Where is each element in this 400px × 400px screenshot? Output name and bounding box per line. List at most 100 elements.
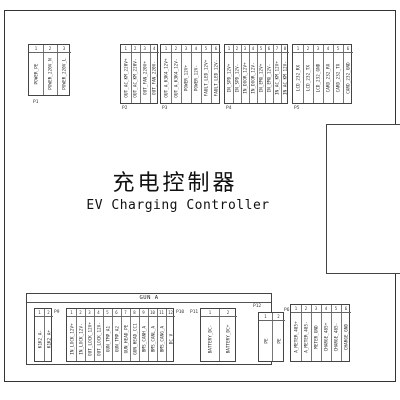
signal-label: OUT_A_K3K4_12V+ [163, 57, 169, 98]
pin-p9-1: 1 K1K2_A- [35, 310, 44, 348]
pin-p3-5: 5 FAULT_LED_12V+ [201, 45, 211, 103]
signal-label: A_METER_485- [303, 320, 309, 353]
title-chinese: 充电控制器 [112, 171, 238, 196]
pin-p5-3: 3 LCD_232_GND [313, 45, 323, 103]
pin-p10-1: 1 IN_LOCK_12V+ [67, 310, 76, 355]
connector-label-p3: P3 [162, 106, 168, 111]
pin-p3-3: 3 POWER_12V+ [181, 45, 191, 103]
pin-p4-5: 5 IN_EMG_12V+ [257, 46, 265, 92]
connector-label-p9: P9 [54, 310, 60, 315]
pin-p3-1: 1 OUT_A_K3K4_12V+ [161, 45, 171, 103]
pin-p10-9: 9 BMS_CANH_A [139, 310, 148, 352]
signal-label: FAULT_LED_12V- [213, 59, 219, 96]
pin-p1-1: 1 POWER_PE [29, 45, 43, 95]
pin-p4-6: 6 IN_EMG_12V- [265, 46, 273, 92]
connector-p10: 1 IN_LOCK_12V+ 2 IN_LOCK_12V- 3 OUT_LOCK… [66, 308, 175, 362]
pin-p4-2: 2 IN_SPD_12V- [233, 46, 241, 92]
signal-label: IN_SPD_12V+ [226, 63, 232, 92]
connector-p11: 1 BATTERY_DC- 2 BATTERY_DC+ [200, 308, 237, 362]
pin-p4-7: 7 IN_AC_KM_12V+ [273, 46, 281, 95]
signal-label: CHARGE_485- [333, 322, 339, 351]
title-english: EV Charging Controller [86, 198, 270, 213]
pin-p12-2: 2 PE [272, 313, 285, 361]
signal-label: POWER_220V_L [61, 57, 67, 90]
pin-p4-8: 8 IN_AC_KM_12V- [281, 46, 289, 95]
pin-p5-6: 6 CARD_232_GND [343, 45, 353, 103]
signal-label: BMS_CANH_A [141, 325, 146, 352]
pin-p6-6: 6 CHARGE_GND [341, 305, 351, 361]
signal-label: FAULT_LED_12V+ [203, 59, 209, 96]
pin-p6-1: 1 A_METER_485+ [291, 305, 301, 361]
pin-p2-4: 4 OUT_FAN_220V- [149, 45, 159, 103]
pin-p5-5: 5 CARD_232_TX [333, 45, 343, 103]
signal-label: PE [263, 337, 268, 344]
connector-p1: 1 POWER_PE 2 POWER_220V_N 3 POWER_220V_L [28, 44, 71, 96]
connector-label-p6: P6 [284, 308, 290, 313]
signal-label: LCD_232_GND [315, 63, 321, 92]
connector-label-p11: P11 [190, 310, 199, 315]
pin-p10-6: 6 GUN_TMP_A2 [112, 310, 121, 352]
pin-p9-2: 2 K1K2_A+ [44, 310, 53, 348]
pin-p11-2: 2 BATTERY_DC+ [219, 309, 237, 361]
pin-p12-1: 1 PE [259, 313, 272, 361]
signal-label: GUN_TMP_A1 [105, 325, 110, 352]
pin-p5-1: 1 LCD_232_RX [293, 45, 303, 103]
signal-label: BATTERY_DC+ [225, 324, 231, 353]
pin-p5-4: 4 CARD_232_RX [323, 45, 333, 103]
signal-label: GUN_TMP_A2 [114, 325, 119, 352]
signal-label: K1K2_A+ [46, 329, 51, 348]
signal-label: OUT_A_K3K4_12V- [173, 57, 179, 98]
signal-label: LCD_232_RX [295, 64, 301, 91]
pin-p6-4: 4 CHARGE_485+ [321, 305, 331, 361]
pin-p3-6: 6 FAULT_LED_12V- [211, 45, 221, 103]
connector-label-p2: P2 [122, 106, 128, 111]
pin-p10-8: 8 GUN_HEAD_CC1 [130, 310, 139, 355]
signal-label: CHARGE_GND [343, 323, 349, 350]
signal-label: BMS_CANG_A [159, 325, 164, 352]
signal-label: OUT_AC_KM_220V- [132, 57, 138, 98]
pin-p10-10: 10 BMS_CANL_A [148, 310, 157, 352]
pin-p6-2: 2 A_METER_485- [301, 305, 311, 361]
pin-p3-2: 2 OUT_A_K3K4_12V- [171, 45, 181, 103]
connector-p5: 1 LCD_232_RX 2 LCD_232_TX 3 LCD_232_GND … [292, 44, 353, 104]
connector-label-p5: P5 [294, 106, 300, 111]
pin-p2-1: 1 OUT_AC_KM_220V+ [121, 45, 131, 103]
connector-p2: 1 OUT_AC_KM_220V+ 2 OUT_AC_KM_220V- 3 OU… [120, 44, 159, 104]
pin-p10-12: 12 DC_V [166, 310, 175, 344]
pin-p10-7: 7 GUN_HEAD_PE [121, 310, 130, 353]
signal-label: OUT_LOCK_12V- [96, 321, 101, 356]
pin-p10-4: 4 OUT_LOCK_12V- [94, 310, 103, 356]
signal-label: OUT_AC_KM_220V+ [123, 57, 129, 98]
signal-label: DC_V [168, 333, 173, 344]
pin-p4-4: 4 IN_DOOR_12V- [249, 46, 257, 94]
signal-label: PE [276, 337, 281, 344]
pin-p3-4: 4 POWER_12V- [191, 45, 201, 103]
signal-label: IN_DOOR_12V- [250, 61, 256, 94]
pin-p10-5: 5 GUN_TMP_A1 [103, 310, 112, 352]
connector-label-p10: P10 [176, 310, 185, 315]
connector-label-p1: P1 [33, 100, 39, 105]
signal-label: BMS_CANL_A [150, 325, 155, 352]
connector-p3: 1 OUT_A_K3K4_12V+ 2 OUT_A_K3K4_12V- 3 PO… [160, 44, 221, 104]
pin-p10-2: 2 IN_LOCK_12V- [76, 310, 85, 355]
pin-p6-3: 3 METER_GND [311, 305, 321, 361]
connector-p12: 1 PE 2 PE [258, 312, 285, 362]
signal-label: IN_AC_KM_12V- [282, 60, 288, 95]
connector-label-p12: P12 [253, 304, 262, 309]
signal-label: IN_LOCK_12V+ [69, 322, 74, 355]
signal-label: IN_SPD_12V- [234, 63, 240, 92]
pin-p4-3: 3 IN_DOOR_12V+ [241, 46, 249, 94]
signal-label: GUN_HEAD_CC1 [132, 322, 137, 355]
pin-p5-2: 2 LCD_232_TX [303, 45, 313, 103]
signal-label: IN_LOCK_12V- [78, 322, 83, 355]
signal-label: GUN_HEAD_PE [123, 324, 128, 353]
display-module-outline [326, 124, 400, 274]
pin-p1-3: 3 POWER_220V_L [57, 45, 71, 95]
signal-label: CHARGE_485+ [323, 322, 329, 351]
pin-p2-2: 2 OUT_AC_KM_220V- [130, 45, 140, 103]
signal-label: OUT_FAN_220V- [151, 60, 157, 95]
signal-label: IN_AC_KM_12V+ [274, 60, 280, 95]
signal-label: METER_GND [313, 324, 319, 349]
gun-a-title: GUN A [139, 295, 159, 301]
signal-label: K1K2_A- [37, 329, 42, 348]
